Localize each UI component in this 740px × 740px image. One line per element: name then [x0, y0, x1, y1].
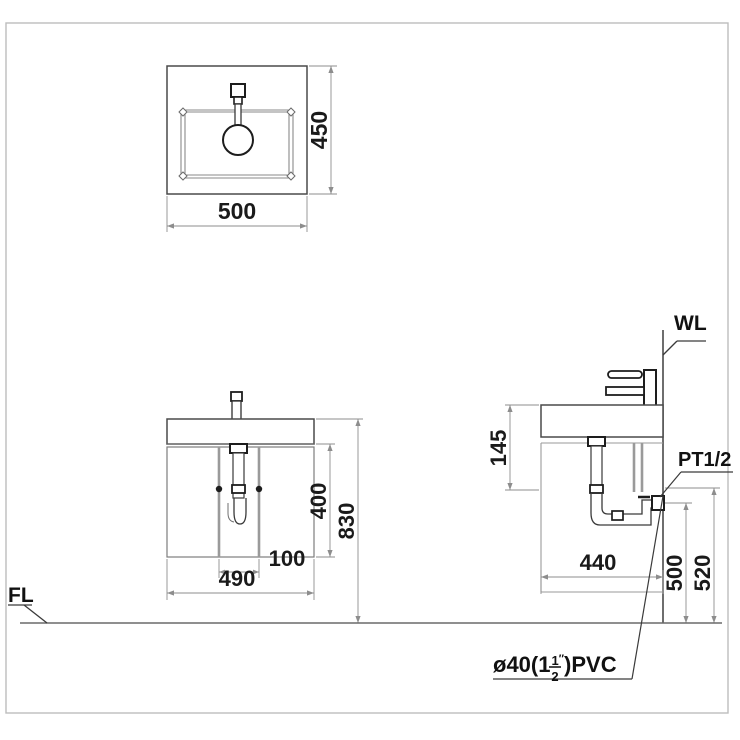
waste-pipe-fraction-whole: 1: [538, 652, 550, 677]
front-view-cabinet-height-value: 400: [306, 483, 331, 520]
waste-pipe-fraction-numerator: 1: [552, 653, 559, 668]
front-view: 400 830 100: [166, 391, 363, 624]
side-view-counter-slab: [540, 404, 664, 438]
side-view-dim-520: 520: [665, 487, 720, 624]
floor-line-label: FL: [8, 584, 34, 607]
side-view-depth-value: 440: [580, 550, 617, 575]
top-view-width-value: 500: [218, 198, 256, 224]
side-view-counter-to-trap-value: 145: [486, 430, 511, 467]
top-view-drain-circle: [222, 124, 254, 156]
front-view-total-height-value: 830: [334, 503, 359, 540]
front-view-counter-slab: [166, 418, 315, 445]
floor-line-leader: [23, 604, 48, 624]
front-view-drain-assembly: [227, 443, 248, 525]
waste-pipe-label: ø40(11″)PVC: [493, 652, 617, 677]
side-view-dim-500: 500: [662, 502, 692, 624]
wall-line-leader: [662, 340, 678, 356]
side-view-drain-height-value: 500: [662, 555, 687, 592]
waste-pipe-diameter: ø40(: [493, 652, 539, 677]
supply-thread-label: PT1/2: [678, 449, 731, 471]
waste-pipe-annotation: ø40(11″)PVC 2: [493, 495, 664, 684]
front-view-overall-width-value: 490: [219, 566, 256, 591]
sheet-border: [5, 22, 729, 714]
top-view-dim-500: 500: [166, 196, 308, 232]
top-view-corner-markers: [178, 107, 296, 181]
waste-pipe-suffix: )PVC: [564, 652, 617, 677]
waste-pipe-leader: [631, 495, 664, 680]
front-view-supply-risers: [215, 447, 263, 557]
front-view-dim-100: 100: [218, 546, 306, 578]
wall-line-label: WL: [674, 312, 707, 335]
floor-line-group: FL: [8, 584, 722, 624]
top-view-depth-value: 450: [306, 111, 332, 149]
side-view: 145 440 500: [486, 330, 720, 624]
front-view-drain-offset-value: 100: [269, 546, 306, 571]
side-view-outlet-height-value: 520: [690, 555, 715, 592]
supply-thread-annotation: PT1/2: [659, 449, 733, 498]
side-view-supply-pipe: [632, 443, 644, 492]
wall-line-group: WL: [662, 312, 707, 356]
top-view: 450 500: [166, 65, 337, 232]
front-view-faucet: [230, 391, 243, 421]
front-view-dim-400: 400: [306, 443, 335, 558]
waste-pipe-fraction-unit: ″: [559, 653, 565, 665]
supply-thread-leader: [659, 471, 682, 498]
front-view-dim-490: 490: [166, 559, 315, 600]
side-view-dim-440: 440: [540, 550, 664, 594]
side-view-drain-trap: [587, 436, 665, 526]
waste-pipe-fraction-denominator: 2: [551, 669, 558, 684]
front-view-dim-830: 830: [316, 418, 363, 624]
top-view-dim-450: 450: [306, 65, 337, 195]
side-view-dim-145: 145: [486, 404, 539, 491]
